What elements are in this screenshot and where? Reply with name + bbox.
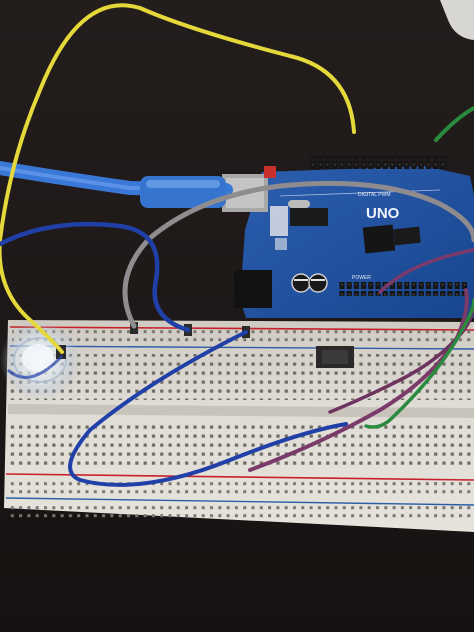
arduino-board: DIGITAL PWM UNO POWER — [222, 155, 474, 318]
power-header — [338, 282, 468, 296]
board-label-digital: DIGITAL PWM — [358, 192, 391, 198]
board-label-uno: UNO — [366, 205, 400, 222]
terminal-strip-lower — [8, 420, 472, 468]
terminal-strip-upper — [10, 354, 472, 400]
power-jack — [234, 270, 272, 308]
wire-yellow — [0, 3, 356, 354]
rail-blue-bottom — [5, 497, 474, 506]
digital-header — [308, 155, 448, 171]
sensor-module — [316, 346, 354, 368]
center-groove — [8, 404, 474, 418]
wire-blue-left — [0, 221, 191, 333]
white-object-corner — [440, 0, 474, 40]
capacitor-right — [308, 273, 328, 293]
reset-button — [264, 166, 276, 178]
wire-green — [364, 298, 474, 429]
wire-purple-2 — [328, 298, 474, 414]
wire-blue-loop — [68, 330, 348, 487]
microcontroller-chip — [362, 224, 396, 254]
rail-blue-top — [9, 345, 474, 350]
rail-red-bottom — [5, 473, 474, 481]
wire-purple-1 — [248, 288, 469, 472]
board-label-power: POWER — [352, 275, 371, 281]
capacitor-left — [291, 273, 311, 293]
led — [0, 320, 80, 400]
wire-gray — [122, 180, 474, 329]
